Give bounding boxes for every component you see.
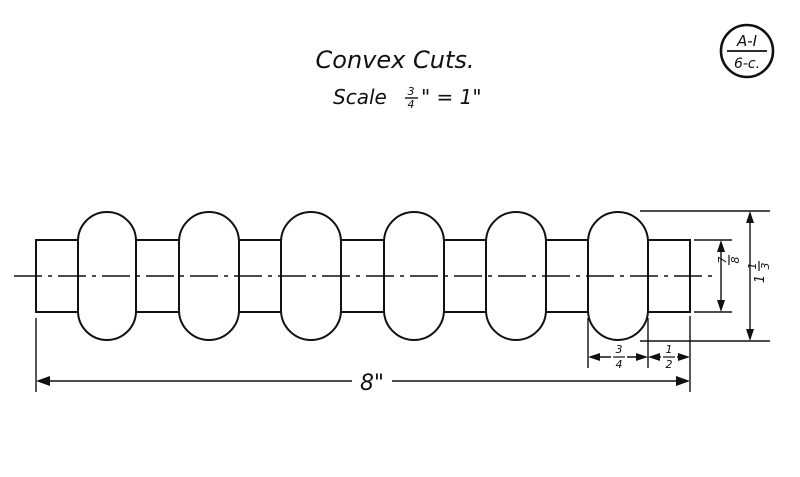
- bead-diameter-whole: 1: [753, 275, 768, 283]
- arrowhead-icon: [648, 353, 660, 361]
- arrowhead-icon: [746, 211, 754, 223]
- badge-top-text: A-I: [736, 32, 758, 50]
- arrowhead-icon: [746, 329, 754, 341]
- arrowhead-icon: [717, 240, 725, 252]
- shaft-diameter-numerator: 7: [716, 257, 729, 264]
- arrowhead-icon: [588, 353, 600, 361]
- sheet-badge: A-I 6-c.: [719, 23, 775, 79]
- arrowhead-icon: [678, 353, 690, 361]
- gap-width-label: 1 2: [661, 343, 677, 371]
- arrowhead-icon: [636, 353, 648, 361]
- scale-equals: " = 1": [421, 85, 482, 109]
- shaft-diameter-label: 7 8: [716, 255, 742, 265]
- drawing-title: Convex Cuts.: [316, 46, 475, 74]
- overall-length-dimension: 8": [35, 318, 690, 396]
- diameter-dimensions: [640, 210, 770, 342]
- gap-width-denominator: 2: [666, 358, 673, 371]
- scale-label: Scale: [333, 85, 387, 109]
- scale-note: Scale 3 4 " = 1": [333, 85, 482, 111]
- bead-diameter-numerator: 1: [746, 263, 759, 270]
- bead-diameter-denominator: 3: [759, 263, 772, 270]
- arrowhead-icon: [676, 376, 690, 386]
- arrowhead-icon: [717, 300, 725, 312]
- scale-fraction-denominator: 4: [408, 98, 415, 111]
- arrowhead-icon: [36, 376, 50, 386]
- bead-diameter-label: 1 1 3: [746, 261, 772, 283]
- scale-fraction-numerator: 3: [408, 85, 415, 98]
- overall-length-label: 8": [360, 371, 384, 396]
- bead-width-label: 3 4: [611, 343, 627, 371]
- bead-width-denominator: 4: [616, 358, 623, 371]
- gap-width-numerator: 1: [666, 343, 673, 356]
- bead-width-numerator: 3: [616, 343, 623, 356]
- shaft-diameter-denominator: 8: [729, 257, 742, 264]
- badge-bottom-text: 6-c.: [734, 56, 760, 72]
- badge-circle: [719, 23, 775, 79]
